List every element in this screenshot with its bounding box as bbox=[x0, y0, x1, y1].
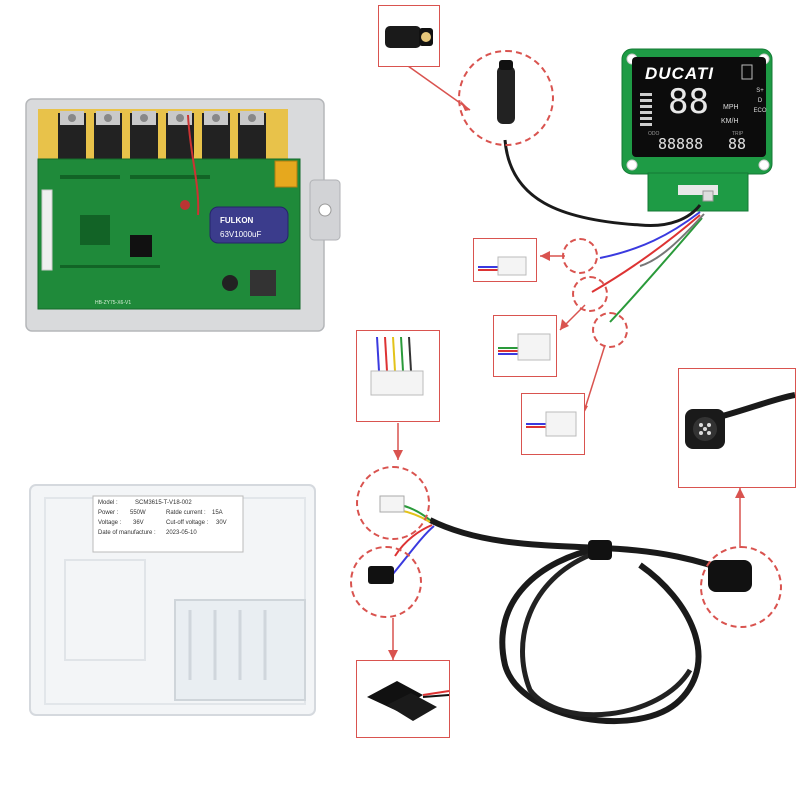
capacitor-rating-text: 63V1000uF bbox=[220, 230, 261, 239]
callout-box-connector-3 bbox=[521, 393, 585, 455]
label-date-value: 2023-05-10 bbox=[166, 530, 197, 536]
label-date-key: Date of manufacture : bbox=[98, 530, 156, 536]
harness-cable bbox=[428, 517, 742, 578]
callout-circle-power-plug bbox=[350, 546, 422, 618]
display-unit-mph: MPH bbox=[723, 104, 739, 111]
harness-coil bbox=[499, 545, 702, 725]
callout-pointer-lines bbox=[392, 65, 741, 660]
callout-circle-multi-pin bbox=[356, 466, 430, 540]
mosfet-row bbox=[58, 111, 266, 159]
label-power-value: 550W bbox=[130, 510, 146, 516]
display-unit-kmh: KM/H bbox=[721, 118, 739, 125]
callout-box-harness-end bbox=[678, 368, 796, 488]
controller-board-image: FULKON 63V1000uF HB-ZY75-X6-V1 bbox=[25, 98, 341, 332]
callout-box-connector-2 bbox=[493, 315, 557, 377]
label-voltage-value: 36V bbox=[133, 520, 144, 526]
battery-bars bbox=[640, 93, 652, 126]
display-trip-label: TRIP bbox=[732, 131, 744, 137]
label-cutoff-key: Cut-off voltage : bbox=[166, 520, 209, 526]
display-cable bbox=[503, 139, 702, 228]
mode-d: D bbox=[757, 98, 763, 104]
mode-eco: ECO bbox=[753, 108, 767, 114]
mode-s-plus: S+ bbox=[756, 88, 764, 94]
callout-circle-connector-3 bbox=[592, 312, 628, 348]
label-model-value: SCM3615-T-V18-002 bbox=[135, 500, 192, 506]
label-power-key: Power : bbox=[98, 510, 119, 516]
label-model-key: Model : bbox=[98, 500, 118, 506]
board-code-text: HB-ZY75-X6-V1 bbox=[95, 300, 131, 306]
inductor bbox=[250, 270, 276, 296]
capacitor bbox=[209, 206, 289, 244]
display-brand-text: DUCATI bbox=[645, 64, 714, 83]
callout-circle-connector-2 bbox=[572, 276, 608, 312]
harness-ferrule bbox=[588, 540, 612, 560]
display-odo-digits: 88888 bbox=[658, 135, 704, 153]
display-module-image bbox=[621, 48, 773, 212]
label-voltage-key: Voltage : bbox=[98, 520, 122, 526]
callout-circle-connector-1 bbox=[562, 238, 598, 274]
label-rated-current-key: Ratde current : bbox=[166, 510, 206, 516]
callout-box-multi-pin bbox=[356, 330, 440, 422]
microcontroller-chip bbox=[130, 235, 152, 257]
callout-circle-harness-end bbox=[700, 546, 782, 628]
transparent-cover-image bbox=[29, 484, 316, 716]
display-speed-digits: 88 bbox=[668, 82, 709, 122]
lcd-screen bbox=[632, 57, 766, 157]
callout-box-display-plug bbox=[378, 5, 440, 67]
mode-button bbox=[702, 190, 714, 202]
callout-box-power-plug bbox=[356, 660, 450, 738]
xt-power-connector bbox=[274, 160, 298, 188]
label-cutoff-value: 30V bbox=[216, 520, 227, 526]
mounting-hole bbox=[318, 203, 332, 217]
spec-label-sticker bbox=[92, 495, 244, 553]
display-mode-indicators: S+ D ECO bbox=[752, 86, 768, 116]
callout-box-connector-1 bbox=[473, 238, 537, 282]
label-rated-current-value: 15A bbox=[212, 510, 223, 516]
display-trip-digits: 88 bbox=[728, 135, 747, 153]
callout-circle-display-plug bbox=[458, 50, 554, 146]
display-odo-label: ODO bbox=[648, 131, 660, 137]
icon-battery-small bbox=[741, 64, 753, 80]
capacitor-brand-text: FULKON bbox=[220, 216, 254, 225]
white-header-connectors bbox=[41, 189, 53, 271]
